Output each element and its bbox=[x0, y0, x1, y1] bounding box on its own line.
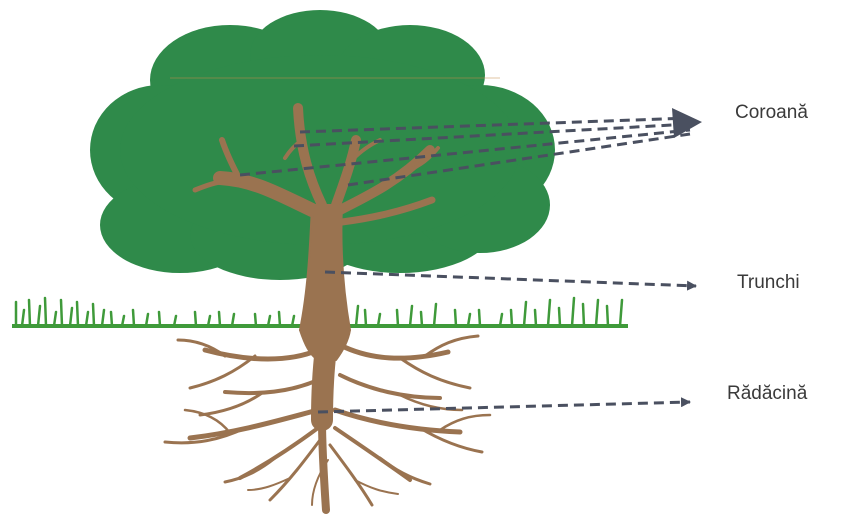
label-roots: Rădăcină bbox=[727, 383, 807, 405]
label-trunk: Trunchi bbox=[737, 272, 800, 294]
roots-arrow bbox=[318, 402, 690, 412]
trunk-arrow bbox=[325, 272, 696, 286]
label-crown: Coroană bbox=[735, 102, 808, 124]
